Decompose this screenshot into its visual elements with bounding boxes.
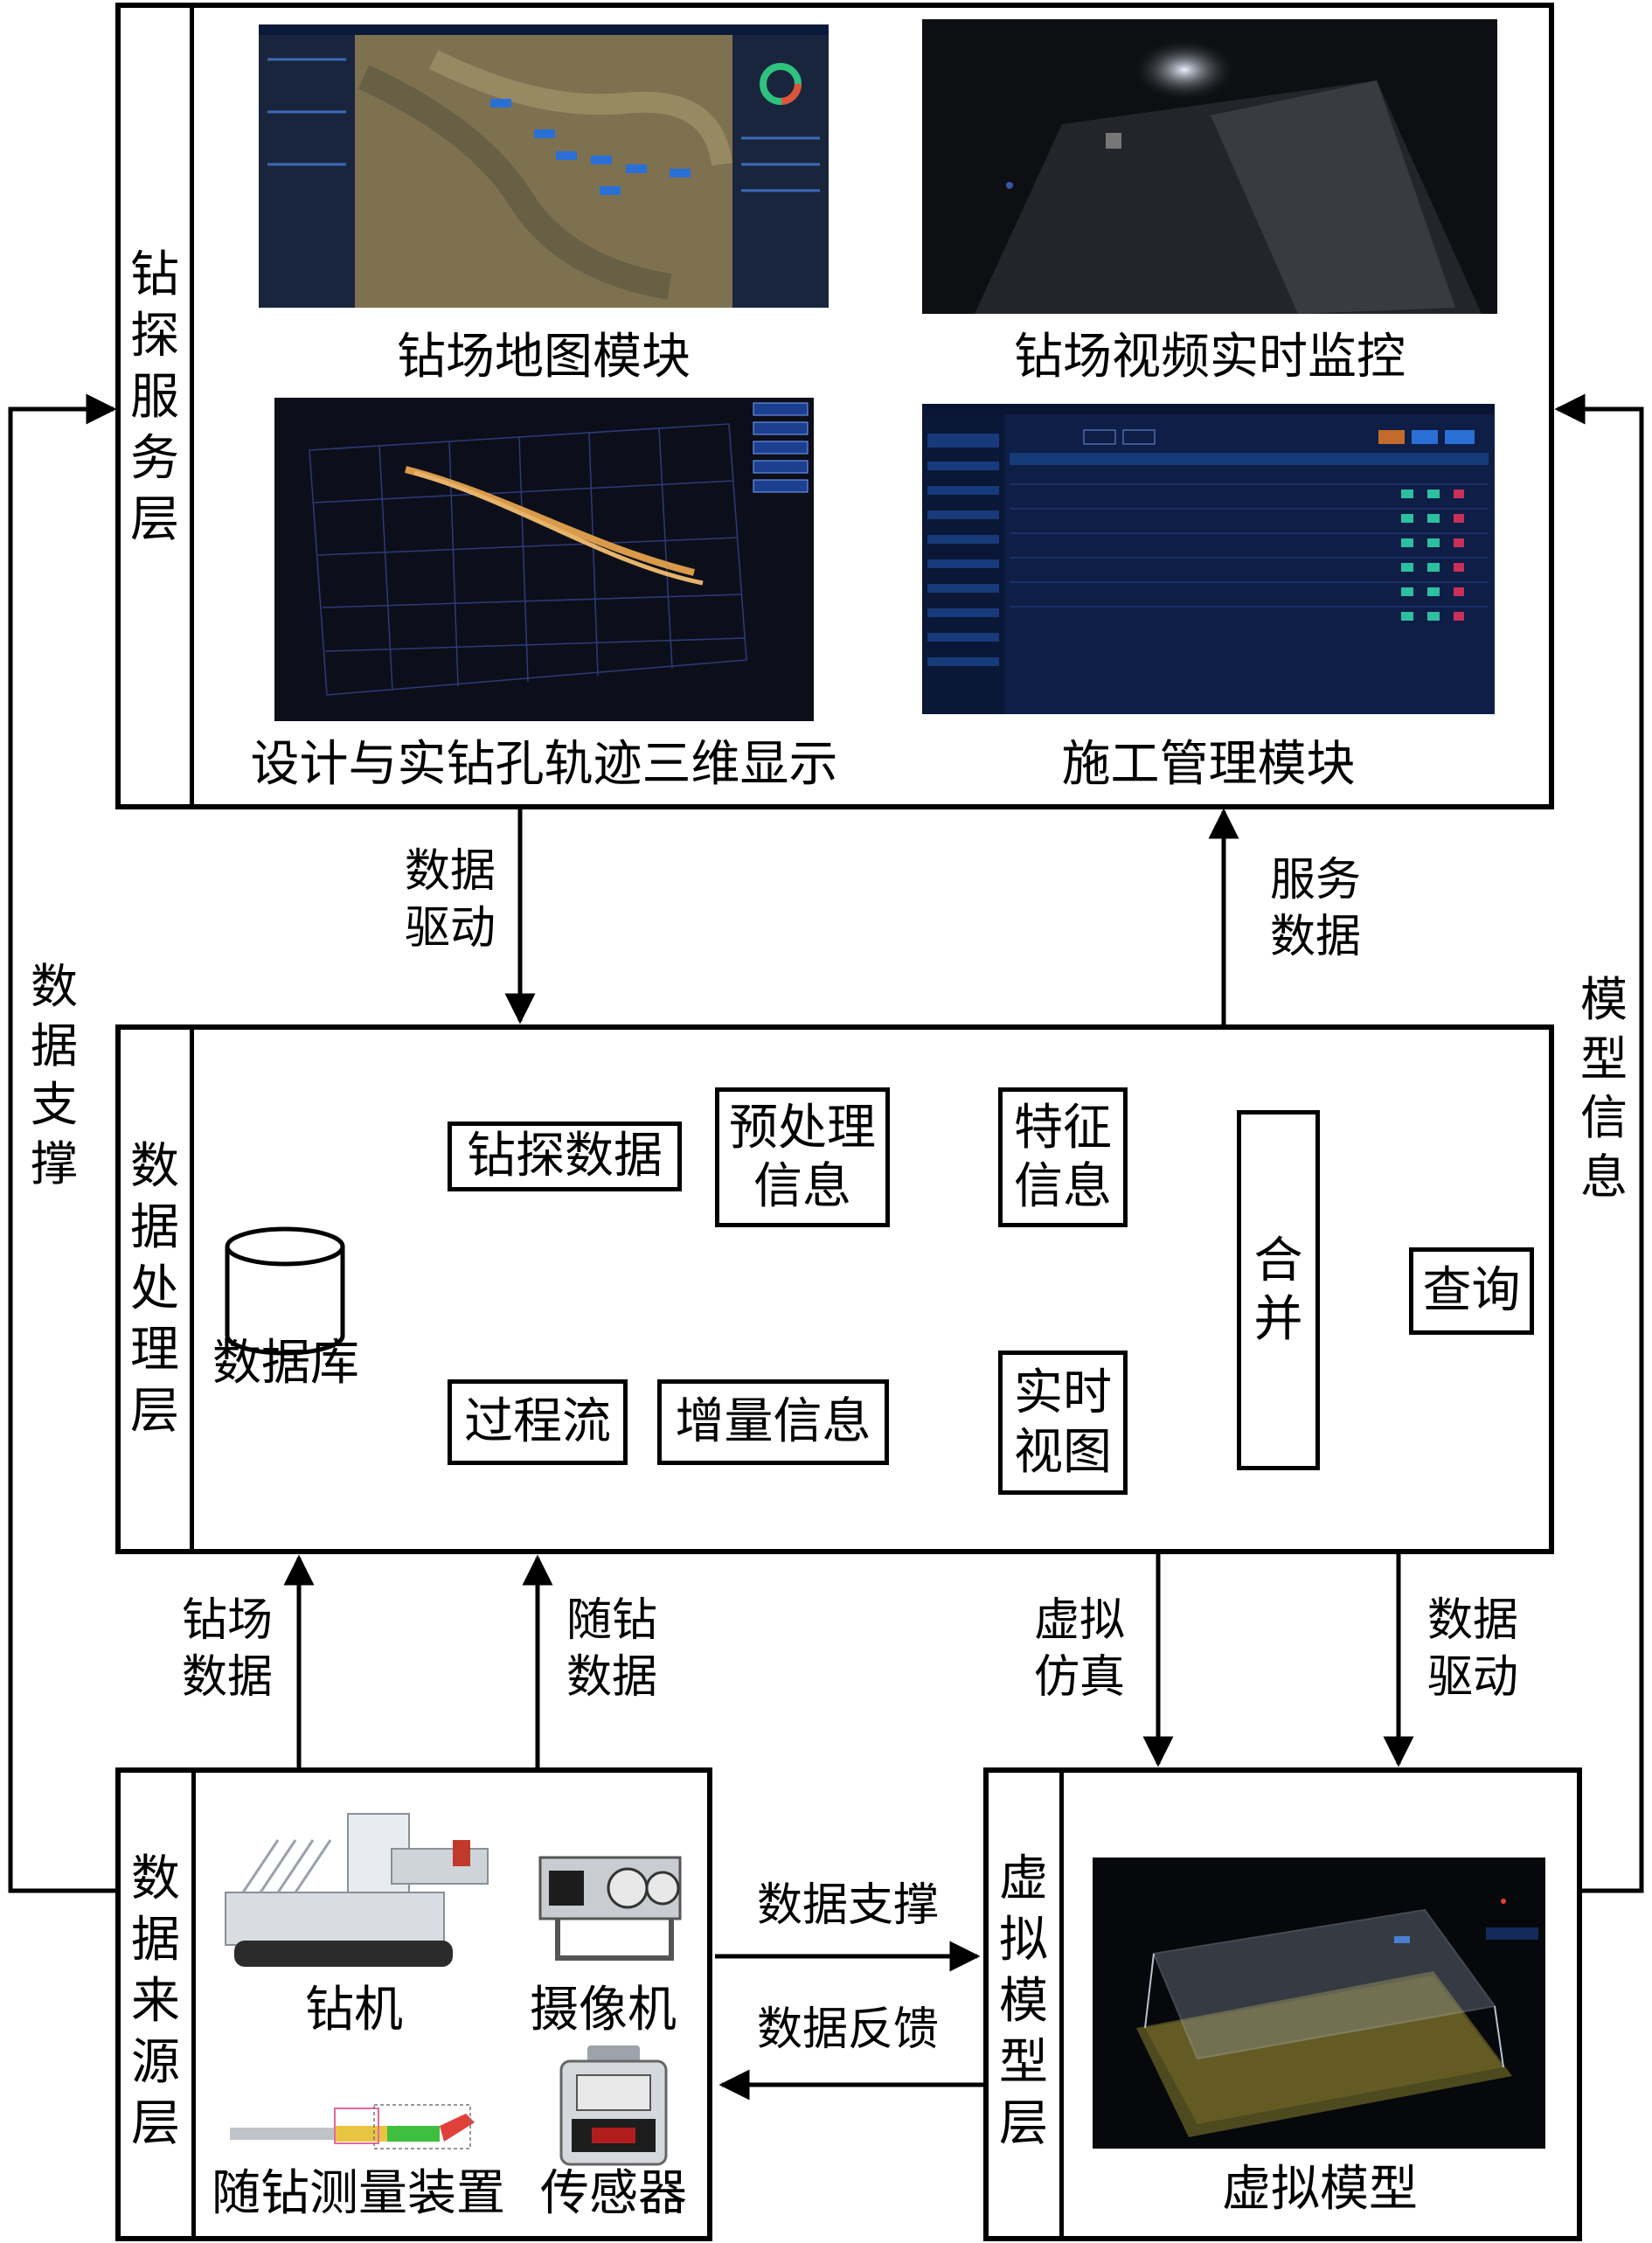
process-flow-box: 过程流 <box>448 1379 628 1465</box>
camera-label: 摄像机 <box>530 1982 677 2038</box>
processing-layer-label: 数 据 处 理 层 <box>130 1138 179 1440</box>
service-layer-sidebar <box>115 3 194 809</box>
merge-box: 合 并 <box>1237 1110 1320 1470</box>
drill-data-box: 钻探数据 <box>448 1122 682 1191</box>
data-support-mid-label: 数据支撑 <box>756 1879 939 1932</box>
map-module-screenshot <box>259 24 829 308</box>
query-box: 查询 <box>1409 1247 1534 1335</box>
increment-info-box: 增量信息 <box>657 1379 889 1465</box>
virtual-layer-label: 虚 拟 模 型 层 <box>999 1851 1048 2152</box>
realtime-view-box: 实时 视图 <box>998 1351 1128 1495</box>
model-info-right-label: 模 型 信 息 <box>1580 972 1628 1205</box>
map-module-label: 钻场地图模块 <box>397 329 691 385</box>
construction-module-screenshot <box>922 404 1495 714</box>
preprocess-info-box: 预处理 信息 <box>715 1087 890 1227</box>
sensor-label: 传感器 <box>540 2165 687 2222</box>
service-data-label: 服务 数据 <box>1269 854 1361 963</box>
drill-rig-image <box>225 1813 489 1967</box>
arrow-model-info-right <box>1554 393 1644 1893</box>
sensor-image <box>559 2045 668 2166</box>
trajectory-3d-label: 设计与实钻孔轨迹三维显示 <box>250 736 838 793</box>
virtual-model-label: 虚拟模型 <box>1222 2161 1418 2218</box>
video-monitor-screenshot <box>922 19 1497 314</box>
feature-info-box: 特征 信息 <box>998 1087 1128 1227</box>
data-feedback-label: 数据反馈 <box>756 2003 939 2056</box>
virtual-layer-sidebar <box>983 1767 1064 2241</box>
data-drive-bottom-label: 数据 驱动 <box>1426 1594 1518 1704</box>
construction-module-label: 施工管理模块 <box>1061 736 1356 793</box>
virtual-sim-label: 虚拟 仿真 <box>1033 1594 1125 1704</box>
database-label: 数据库 <box>212 1335 359 1392</box>
while-drilling-data-label: 随钻 数据 <box>566 1594 657 1704</box>
service-layer-label: 钻 探 服 务 层 <box>130 247 179 548</box>
mwd-device-label: 随钻测量装置 <box>212 2165 505 2222</box>
source-layer-label: 数 据 来 源 层 <box>131 1851 180 2152</box>
source-layer-sidebar <box>115 1767 196 2241</box>
processing-layer-sidebar <box>115 1024 194 1554</box>
data-drive-top-label: 数据 驱动 <box>404 845 496 955</box>
mwd-device-image <box>230 2104 475 2149</box>
database-icon <box>225 1226 345 1356</box>
trajectory-3d-screenshot <box>274 398 814 721</box>
video-monitor-label: 钻场视频实时监控 <box>1014 329 1406 385</box>
drill-rig-label: 钻机 <box>305 1982 403 2038</box>
data-support-left-label: 数 据 支 撑 <box>31 959 78 1191</box>
site-data-label: 钻场 数据 <box>181 1594 273 1704</box>
virtual-model-screenshot <box>1093 1858 1545 2149</box>
arrow-data-support-left <box>8 393 117 1893</box>
camera-image <box>538 1856 682 1961</box>
